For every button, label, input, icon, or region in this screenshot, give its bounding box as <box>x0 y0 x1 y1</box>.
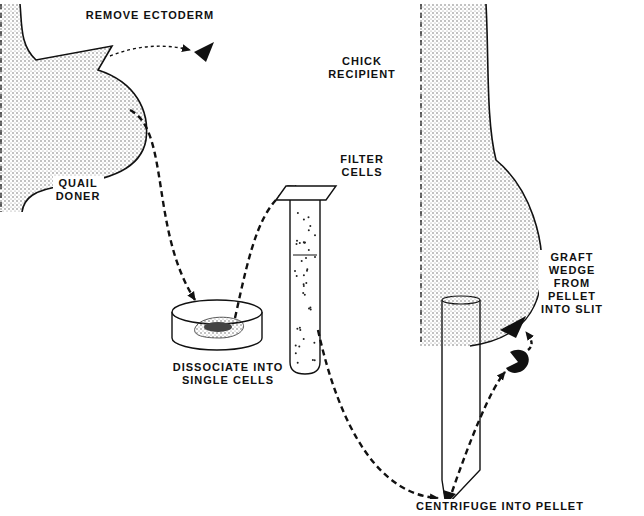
cell-clump <box>195 317 244 338</box>
flow-arrow <box>235 186 296 318</box>
flow-arrow <box>318 330 438 498</box>
step-label: DISSOCIATE INTO SINGLE CELLS <box>170 360 287 388</box>
flow-arrow <box>452 372 505 492</box>
cell-dot <box>308 216 310 218</box>
midline <box>420 4 421 346</box>
cell-dot <box>303 241 305 243</box>
cell-dot <box>303 218 305 220</box>
cell-dot <box>295 345 297 347</box>
cell-dot <box>296 275 298 277</box>
quail-limb-outline <box>20 4 147 212</box>
cell-dot <box>303 283 305 285</box>
cell-dot <box>304 294 306 296</box>
specimen-label: CHICK RECIPIENT <box>325 54 399 82</box>
filter-tube <box>290 198 320 374</box>
cell-dot <box>303 242 305 244</box>
cell-dot <box>303 274 305 276</box>
cell-dot <box>305 257 307 259</box>
cell-dot <box>314 359 316 361</box>
cell-dots <box>294 212 316 364</box>
cell-dot <box>295 352 297 354</box>
cell-dot <box>299 329 301 331</box>
midline <box>0 4 1 212</box>
cell-dot <box>306 268 308 270</box>
step-label: FILTER CELLS <box>337 152 387 180</box>
cell-dot <box>308 229 310 231</box>
quail-limb-bud <box>0 4 147 212</box>
flow-arrow <box>526 332 532 350</box>
cell-dot <box>304 242 306 244</box>
ectoderm-piece <box>194 42 214 62</box>
flow-arrow <box>110 46 190 56</box>
chick-limb-bud <box>420 4 542 346</box>
cell-dot <box>303 338 305 340</box>
cell-dot <box>308 249 310 251</box>
filter <box>276 186 336 200</box>
cell-dot <box>294 270 296 272</box>
chick-limb-outline <box>470 4 542 346</box>
cell-dot <box>297 362 299 364</box>
liquid-level <box>293 255 317 256</box>
cell-dot <box>303 285 305 287</box>
cell-dot <box>298 346 300 348</box>
pellet-wedge <box>506 350 529 373</box>
specimen-label: QUAIL DONER <box>53 176 104 204</box>
cell-dot <box>297 212 299 214</box>
cell-dot <box>299 242 301 244</box>
step-label: REMOVE ECTODERM <box>83 8 218 23</box>
cell-dot <box>305 282 307 284</box>
cell-dot <box>312 359 314 361</box>
cell-dot <box>314 234 316 236</box>
grafted-wedge <box>500 316 526 338</box>
cell-dot <box>296 240 298 242</box>
flow-arrow <box>130 110 195 300</box>
step-label: GRAFT WEDGE FROM PELLET INTO SLIT <box>539 250 605 317</box>
cell-dot <box>309 225 311 227</box>
cell-dot <box>299 327 301 329</box>
cell-dot <box>309 306 311 308</box>
cell-dot <box>296 328 298 330</box>
cell-dot <box>301 260 303 262</box>
cell-dot <box>302 292 304 294</box>
cell-dot <box>310 309 312 311</box>
cell-dot <box>313 342 315 344</box>
cell-dot <box>296 243 298 245</box>
step-label: CENTRIFUGE INTO PELLET <box>413 499 587 514</box>
cell-clump <box>204 322 232 332</box>
cell-dot <box>314 256 316 258</box>
